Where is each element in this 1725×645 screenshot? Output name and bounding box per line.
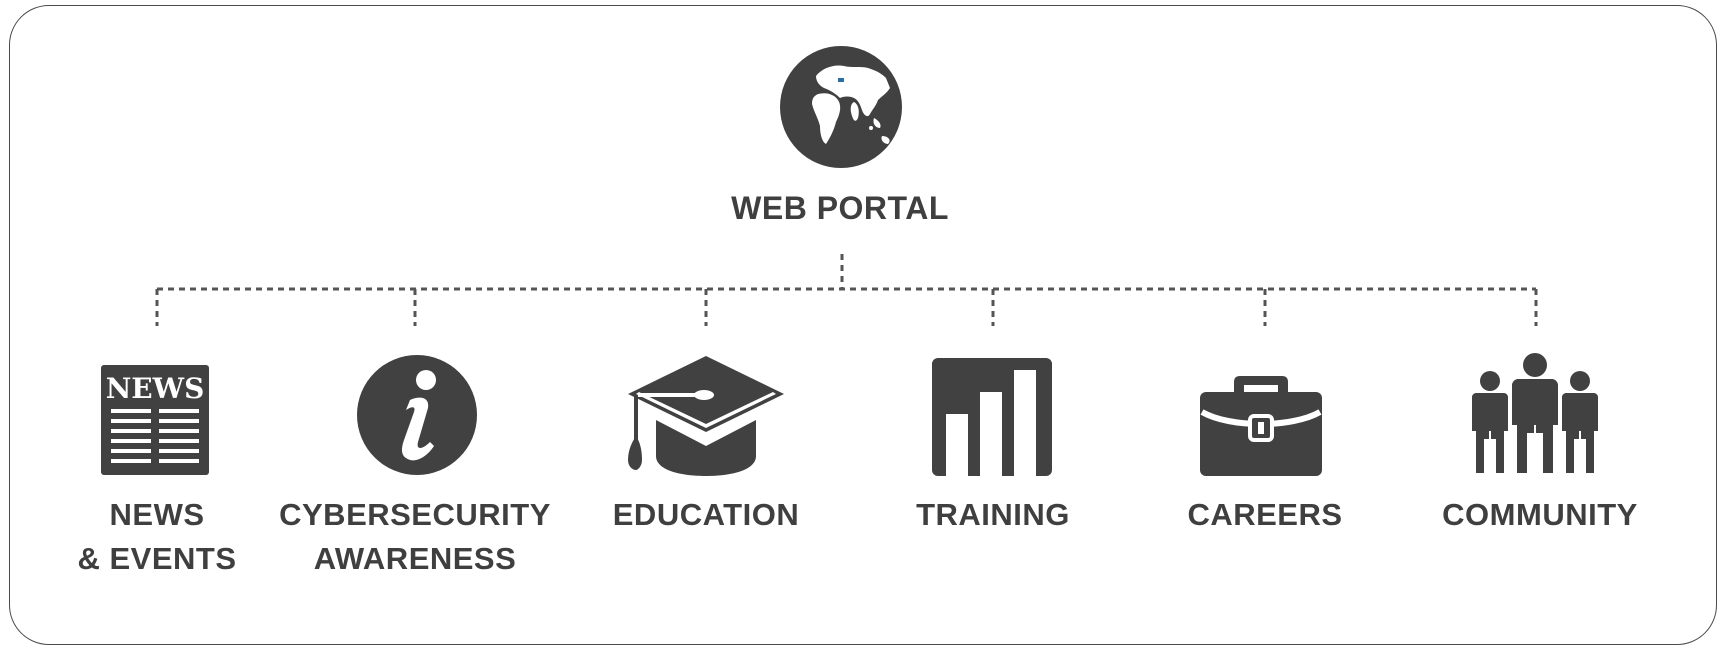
globe-icon: [780, 46, 902, 168]
child-label-careers: CAREERS: [1187, 493, 1342, 537]
child-label-line: NEWS: [109, 497, 205, 532]
info-icon: [357, 355, 477, 475]
newspaper-icon: NEWS: [101, 365, 209, 475]
briefcase-icon: [1200, 376, 1322, 476]
child-label-line: AWARENESS: [313, 541, 517, 576]
child-label-cybersecurity: CYBERSECURITY AWARENESS: [279, 493, 551, 581]
child-label-line: & EVENTS: [77, 541, 237, 576]
newspaper-masthead-text: NEWS: [106, 372, 205, 405]
child-label-training: TRAINING: [916, 493, 1070, 537]
child-label-community: COMMUNITY: [1442, 493, 1638, 537]
bar-chart-icon: [932, 358, 1052, 476]
graduation-cap-icon: [628, 356, 784, 476]
child-label-line: CAREERS: [1187, 497, 1343, 532]
child-label-line: TRAINING: [916, 497, 1070, 532]
root-label: WEB PORTAL: [731, 190, 949, 226]
child-label-line: EDUCATION: [612, 497, 800, 532]
child-label-education: EDUCATION: [613, 493, 799, 537]
people-icon: [1472, 353, 1598, 473]
child-label-line: COMMUNITY: [1442, 497, 1638, 532]
child-label-line: CYBERSECURITY: [279, 497, 551, 532]
child-label-news-events: NEWS & EVENTS: [77, 493, 236, 581]
